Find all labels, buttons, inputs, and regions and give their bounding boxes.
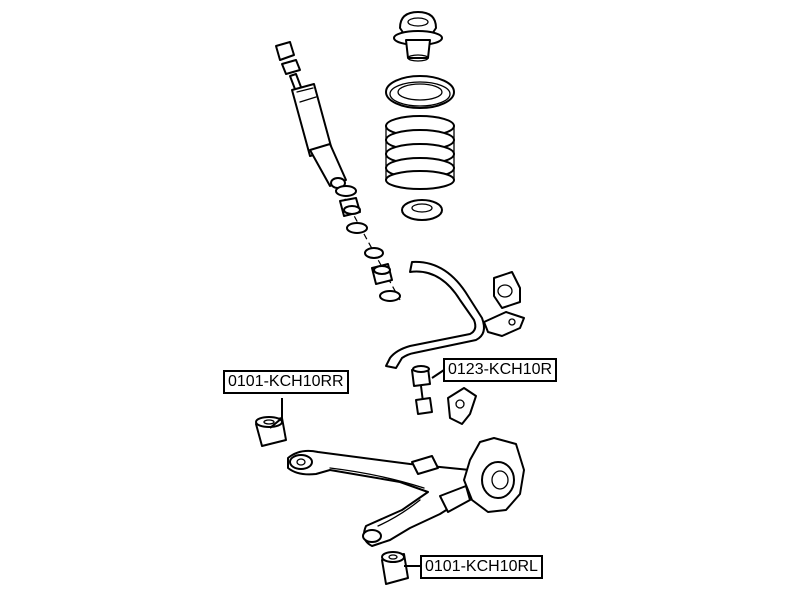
upper-insulator: [393, 11, 443, 62]
coil-spring: [385, 115, 455, 190]
callout-0101-kch10rl[interactable]: 0101-KCH10RL: [420, 555, 543, 579]
callout-0101-kch10rr[interactable]: 0101-KCH10RR: [223, 370, 349, 394]
link-bracket: [447, 387, 477, 425]
knuckle-hub-carrier: [439, 437, 525, 513]
stabilizer-link: [411, 365, 433, 415]
shock-absorber: [275, 41, 347, 189]
lower-suspension-arm: [287, 449, 481, 547]
callout-0123-kch10r[interactable]: 0123-KCH10R: [443, 358, 558, 382]
upper-spring-seat: [385, 75, 455, 109]
lower-bushing: [381, 551, 409, 585]
bushing-stack: [335, 185, 401, 302]
lower-spring-insulator: [401, 199, 443, 221]
stabilizer-bushing-bracket: [483, 271, 525, 337]
stabilizer-bar: [385, 260, 485, 369]
leader-line-stabilizer-link: [431, 369, 445, 379]
leader-line-upper-left: [269, 398, 283, 429]
upper-left-bushing: [255, 416, 287, 447]
